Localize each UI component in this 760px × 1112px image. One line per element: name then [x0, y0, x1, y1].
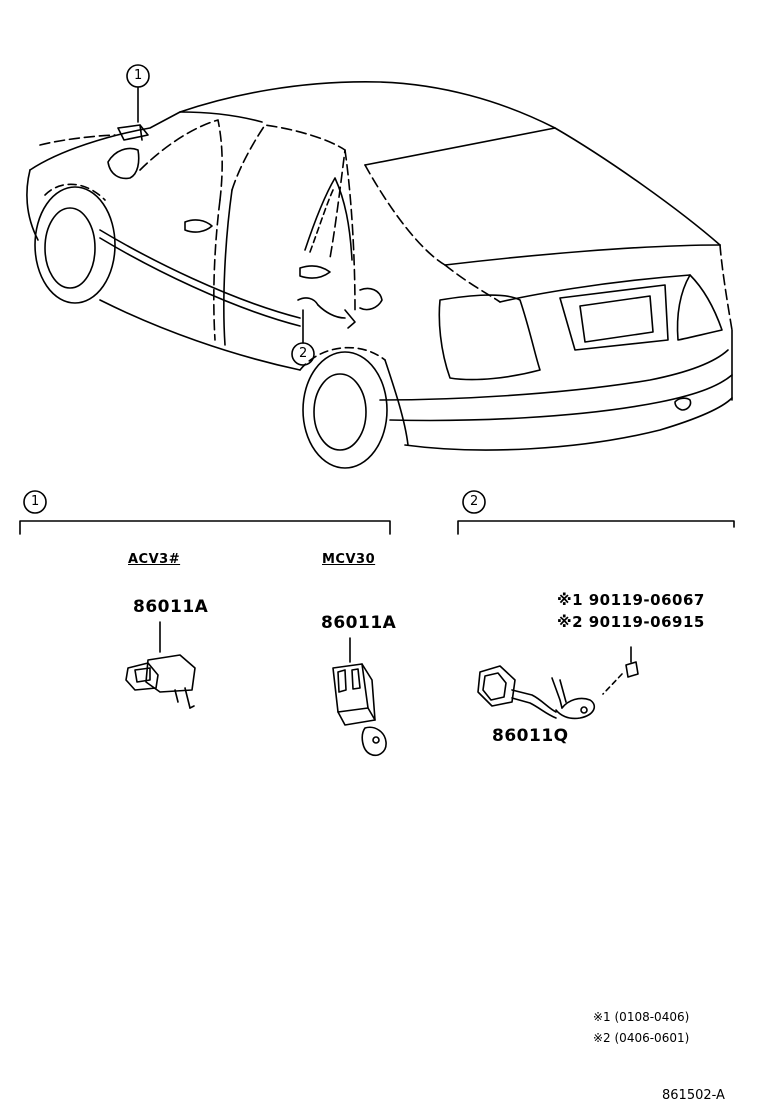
variant-label-mcv30: MCV30: [322, 552, 376, 567]
callout-bubble-2-section: [462, 490, 486, 514]
variant-label-acv3: ACV3#: [128, 552, 181, 567]
footnote-1: ※1 (0108-0406): [593, 1010, 690, 1024]
section-2-bracket: [457, 520, 735, 535]
sensor-part-rear-drawing: [477, 646, 639, 720]
bolt-part-number-2: ※2 90119-06915: [557, 613, 705, 631]
sensor-part-mcv30-drawing: [332, 637, 387, 757]
figure-code: 861502-A: [662, 1088, 725, 1103]
callout-number-2-car: 2: [299, 346, 308, 361]
part-number-rear-sensor: 86011Q: [492, 726, 569, 746]
bolt-part-number-1: ※1 90119-06067: [557, 591, 705, 609]
part-number-acv3: 86011A: [133, 597, 209, 617]
callout-number-1-car: 1: [134, 68, 143, 83]
callout-number-2-section: 2: [470, 494, 479, 509]
callout-bubble-1-section: [23, 490, 47, 514]
footnote-2: ※2 (0406-0601): [593, 1031, 690, 1045]
section-1-bracket: [19, 520, 391, 535]
part-number-mcv30: 86011A: [321, 613, 397, 633]
sensor-part-acv3-drawing: [125, 621, 196, 709]
callout-number-1-section: 1: [31, 494, 40, 509]
car-illustration: [26, 81, 733, 469]
